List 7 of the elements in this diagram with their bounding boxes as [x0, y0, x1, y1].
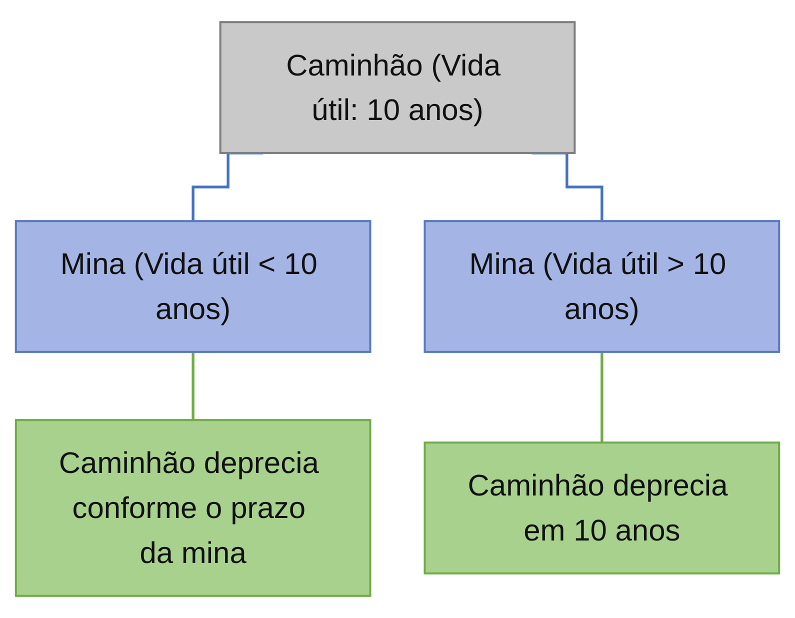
connector — [192, 350, 194, 422]
node-box: Caminhão deprecia em 10 anos — [424, 442, 780, 574]
node-box: Caminhão deprecia conforme o prazo da mina — [14, 419, 372, 597]
node-box: Mina (Vida útil > 10 anos) — [424, 220, 780, 353]
connector — [600, 350, 604, 444]
node-box: Caminhão (Vida útil: 10 anos) — [219, 21, 576, 154]
node-box: Mina (Vida útil < 10 anos) — [14, 220, 372, 353]
